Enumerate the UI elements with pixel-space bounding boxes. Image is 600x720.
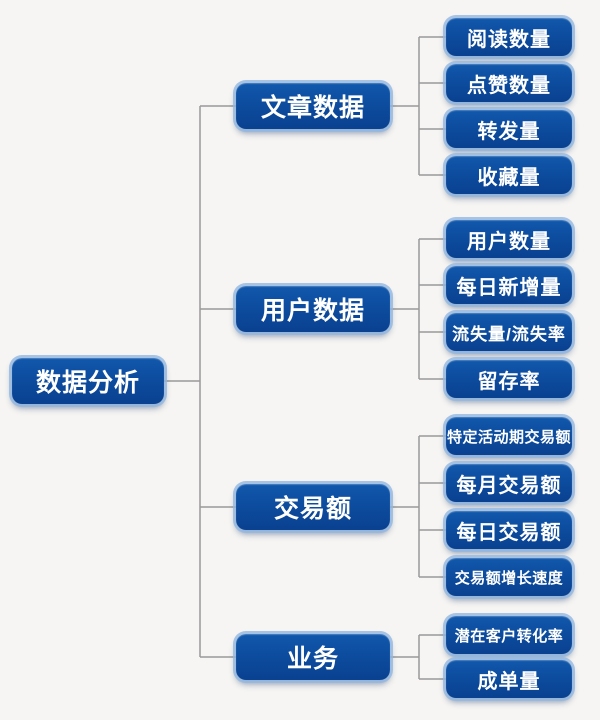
leaf-transaction-growth-label: 交易额增长速度 — [454, 569, 564, 587]
leaf-forward-count-label: 转发量 — [477, 120, 541, 143]
leaf-campaign-transaction: 特定活动期交易额 — [446, 417, 572, 455]
leaf-retention-rate-label: 留存率 — [477, 370, 541, 393]
leaf-user-count-label: 用户数量 — [467, 230, 551, 253]
leaf-churn-rate: 流失量/流失率 — [446, 313, 572, 351]
leaf-transaction-growth: 交易额增长速度 — [446, 558, 572, 596]
leaf-read-count: 阅读数量 — [446, 18, 572, 56]
branch-user-data: 用户数据 — [236, 286, 390, 332]
leaf-like-count: 点赞数量 — [446, 64, 572, 102]
leaf-user-count: 用户数量 — [446, 220, 572, 258]
leaf-forward-count: 转发量 — [446, 110, 572, 148]
leaf-daily-new-users: 每日新增量 — [446, 266, 572, 304]
leaf-lead-conversion-rate: 潜在客户转化率 — [446, 616, 572, 654]
leaf-retention-rate: 留存率 — [446, 360, 572, 398]
branch-business-label: 业务 — [286, 645, 339, 673]
leaf-campaign-transaction-label: 特定活动期交易额 — [446, 428, 571, 446]
leaf-favorite-count-label: 收藏量 — [477, 166, 541, 189]
branch-transaction-amount-label: 交易额 — [273, 495, 352, 523]
leaf-daily-transaction: 每日交易额 — [446, 511, 572, 549]
leaf-churn-rate-label: 流失量/流失率 — [452, 324, 566, 344]
leaf-monthly-transaction-label: 每月交易额 — [456, 474, 562, 497]
leaf-daily-transaction-label: 每日交易额 — [456, 521, 562, 544]
branch-article-data-label: 文章数据 — [260, 94, 365, 122]
branch-user-data-label: 用户数据 — [260, 297, 365, 325]
leaf-monthly-transaction: 每月交易额 — [446, 464, 572, 502]
root-node-label: 数据分析 — [35, 369, 140, 397]
leaf-order-count: 成单量 — [446, 660, 572, 698]
leaf-lead-conversion-rate-label: 潜在客户转化率 — [454, 627, 564, 645]
root-node-data-analysis: 数据分析 — [12, 358, 164, 404]
branch-transaction-amount: 交易额 — [236, 484, 390, 530]
branch-business: 业务 — [236, 634, 390, 680]
leaf-order-count-label: 成单量 — [477, 670, 541, 693]
leaf-favorite-count: 收藏量 — [446, 156, 572, 194]
leaf-read-count-label: 阅读数量 — [467, 28, 551, 51]
leaf-like-count-label: 点赞数量 — [467, 74, 551, 97]
branch-article-data: 文章数据 — [236, 83, 390, 129]
leaf-daily-new-users-label: 每日新增量 — [456, 276, 562, 299]
